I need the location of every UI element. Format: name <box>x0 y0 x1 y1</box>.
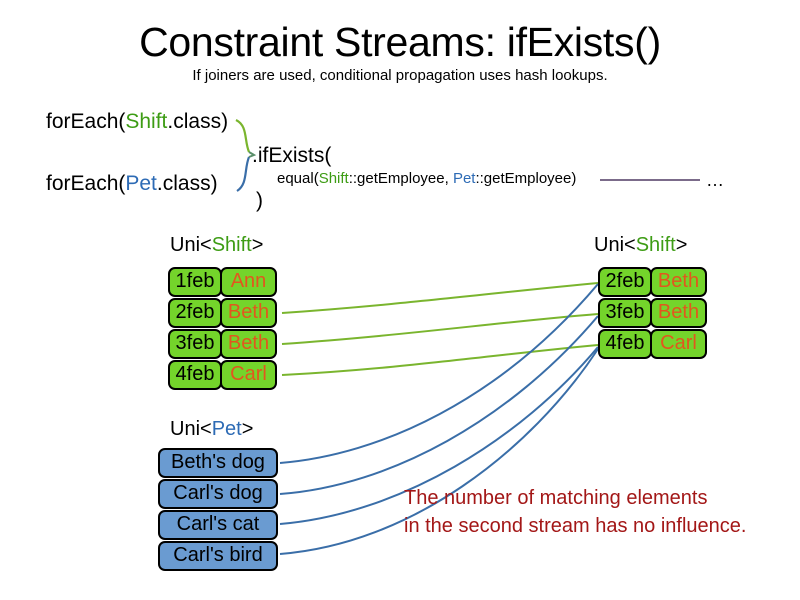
group-label-shift-left: Uni<Shift> <box>170 233 263 257</box>
shift-date-cell: 4feb <box>168 360 222 390</box>
list-item[interactable]: Carl's dog <box>158 479 278 509</box>
shift-name-cell: Beth <box>220 298 277 328</box>
table-row[interactable]: 2feb Beth <box>168 298 277 328</box>
pet-name-cell: Beth's dog <box>158 448 278 478</box>
stack-pet: Beth's dog Carl's dog Carl's cat Carl's … <box>158 448 278 572</box>
group-label-pet-suffix: > <box>241 418 254 440</box>
group-label-shift-right-prefix: Uni< <box>594 234 636 256</box>
shift-date-cell: 3feb <box>598 298 652 328</box>
wire-shift-2feb <box>281 282 599 314</box>
brace-upper-arm <box>235 119 251 153</box>
shift-name-cell: Beth <box>650 298 707 328</box>
list-item[interactable]: Carl's bird <box>158 541 278 571</box>
page-title: Constraint Streams: ifExists() <box>0 18 800 66</box>
code-equal-pet-type: Pet <box>452 170 476 187</box>
code-ifexists: .ifExists( <box>252 144 331 168</box>
code-foreach-shift-prefix: forEach( <box>46 110 126 133</box>
code-ifexists-text: .ifExists( <box>252 144 332 167</box>
group-label-pet: Uni<Pet> <box>170 417 253 441</box>
group-label-shift-right-suffix: > <box>675 234 688 256</box>
shift-name-cell: Beth <box>220 329 277 359</box>
continuation-ellipsis: … <box>706 170 724 190</box>
continuation-ellipsis-text: … <box>706 170 724 190</box>
stack-shift-right: 2feb Beth 3feb Beth 4feb Carl <box>598 267 707 360</box>
table-row[interactable]: 3feb Beth <box>598 298 707 328</box>
group-label-shift-right-type: Shift <box>635 234 676 256</box>
stack-shift-left: 1feb Ann 2feb Beth 3feb Beth 4feb Carl <box>168 267 277 391</box>
code-closing-paren: ) <box>256 189 263 213</box>
shift-name-cell: Ann <box>220 267 277 297</box>
group-label-shift-left-suffix: > <box>251 234 264 256</box>
wire-pet-beths-dog <box>279 283 599 464</box>
code-equal-prefix: equal( <box>277 170 319 187</box>
list-item[interactable]: Beth's dog <box>158 448 278 478</box>
annotation-note-line1: The number of matching elements <box>404 487 708 509</box>
shift-date-cell: 4feb <box>598 329 652 359</box>
group-label-pet-type: Pet <box>211 418 242 440</box>
page-subtitle-text: If joiners are used, conditional propaga… <box>192 67 608 84</box>
shift-date-cell: 2feb <box>598 267 652 297</box>
code-foreach-pet-prefix: forEach( <box>46 172 126 195</box>
table-row[interactable]: 2feb Beth <box>598 267 707 297</box>
table-row[interactable]: 3feb Beth <box>168 329 277 359</box>
page-subtitle: If joiners are used, conditional propaga… <box>0 66 800 86</box>
code-equal-joiner: equal(Shift::getEmployee, Pet::getEmploy… <box>277 170 576 188</box>
code-closing-paren-text: ) <box>256 189 263 212</box>
pet-name-cell: Carl's bird <box>158 541 278 571</box>
pet-name-cell: Carl's cat <box>158 510 278 540</box>
wire-shift-3feb <box>281 313 599 345</box>
table-row[interactable]: 1feb Ann <box>168 267 277 297</box>
shift-name-cell: Carl <box>220 360 277 390</box>
annotation-note-line2: in the second stream has no influence. <box>404 515 747 537</box>
brace-lower-arm <box>236 156 251 192</box>
shift-name-cell: Beth <box>650 267 707 297</box>
code-equal-shift-type: Shift <box>318 170 349 187</box>
group-label-shift-left-type: Shift <box>211 234 252 256</box>
annotation-note: The number of matching elements in the s… <box>404 484 746 540</box>
wire-shift-4feb <box>281 344 599 376</box>
list-item[interactable]: Carl's cat <box>158 510 278 540</box>
group-label-shift-right: Uni<Shift> <box>594 233 687 257</box>
table-row[interactable]: 4feb Carl <box>598 329 707 359</box>
code-foreach-shift-type: Shift <box>125 110 168 133</box>
code-equal-shift-method: ::getEmployee, <box>348 170 453 187</box>
pet-name-cell: Carl's dog <box>158 479 278 509</box>
code-equal-pet-method: ::getEmployee) <box>475 170 577 187</box>
page-title-text: Constraint Streams: ifExists() <box>139 19 661 65</box>
code-foreach-pet-suffix: .class) <box>156 172 218 195</box>
code-foreach-pet: forEach(Pet.class) <box>46 172 218 196</box>
code-foreach-pet-type: Pet <box>125 172 157 195</box>
shift-name-cell: Carl <box>650 329 707 359</box>
table-row[interactable]: 4feb Carl <box>168 360 277 390</box>
code-foreach-shift-suffix: .class) <box>167 110 229 133</box>
code-foreach-shift: forEach(Shift.class) <box>46 110 228 134</box>
group-label-pet-prefix: Uni< <box>170 418 212 440</box>
shift-date-cell: 3feb <box>168 329 222 359</box>
group-label-shift-left-prefix: Uni< <box>170 234 212 256</box>
wire-pet-carls-dog <box>279 315 599 495</box>
shift-date-cell: 2feb <box>168 298 222 328</box>
shift-date-cell: 1feb <box>168 267 222 297</box>
